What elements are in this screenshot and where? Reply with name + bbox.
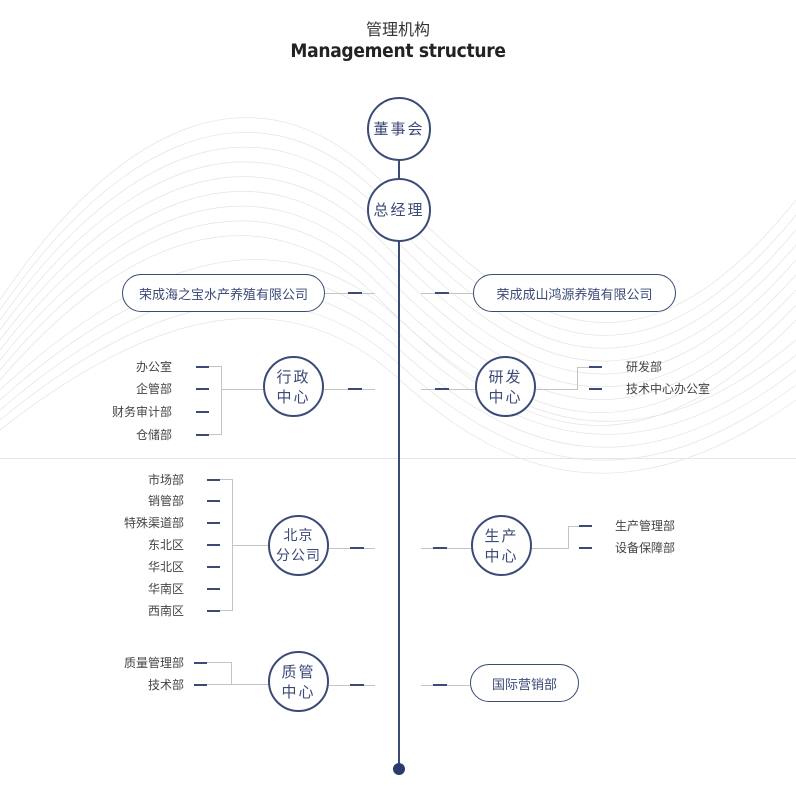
connector-dash <box>435 292 449 294</box>
bracket-line <box>577 367 578 390</box>
general-manager-node: 总经理 <box>367 178 431 242</box>
admin-center-node: 行政中心 <box>263 356 324 417</box>
bracket-line <box>207 662 231 663</box>
rd-item-label: 技术中心办公室 <box>626 382 711 396</box>
left-company-label: 荣成海之宝水产养殖有限公司 <box>138 287 308 303</box>
item-dash <box>196 366 209 368</box>
production-center-line2: 中心 <box>484 546 519 565</box>
item-dash <box>196 434 209 436</box>
rd-item-label: 研发部 <box>626 360 663 374</box>
admin-center-line1: 行政 <box>276 367 311 386</box>
bracket-line <box>209 366 221 367</box>
production-item-label: 设备保障部 <box>615 541 676 555</box>
beijing-item-label: 销管部 <box>147 494 184 508</box>
beijing-branch-node: 北京分公司 <box>268 515 329 576</box>
admin-item-label: 办公室 <box>135 360 172 374</box>
connector-dash <box>433 547 447 549</box>
quality-center-line1: 质管 <box>281 662 316 681</box>
production-item-label: 生产管理部 <box>615 519 676 533</box>
beijing-branch-line1: 北京 <box>283 527 314 544</box>
bracket-line <box>568 526 579 527</box>
admin-item-label: 企管部 <box>135 382 172 396</box>
item-dash <box>194 662 207 664</box>
item-dash <box>589 388 602 390</box>
rd-center-line1: 研发 <box>488 367 523 386</box>
quality-center-line2: 中心 <box>281 682 316 701</box>
bracket-line <box>209 434 221 435</box>
production-center-node: 生产中心 <box>471 515 532 576</box>
right-company-node: 荣成成山鸿源养殖有限公司 <box>473 274 676 312</box>
item-dash <box>207 522 220 524</box>
rd-center-line2: 中心 <box>488 387 523 406</box>
board-label: 董事会 <box>373 120 425 138</box>
item-dash <box>579 525 592 527</box>
bracket-line <box>577 367 589 368</box>
bracket-line <box>568 526 569 549</box>
item-dash <box>589 366 602 368</box>
bracket-line <box>221 389 263 390</box>
beijing-item-label: 西南区 <box>147 604 184 618</box>
bracket-line <box>221 366 222 435</box>
item-dash <box>207 500 220 502</box>
connector-dash <box>435 388 449 390</box>
beijing-branch-line2: 分公司 <box>276 547 321 564</box>
rd-center-node: 研发中心 <box>475 356 536 417</box>
item-dash <box>207 544 220 546</box>
connector-dash <box>433 684 447 686</box>
general-manager-label: 总经理 <box>373 201 425 219</box>
left-company-node: 荣成海之宝水产养殖有限公司 <box>122 274 325 312</box>
quality-center-node: 质管中心 <box>268 651 329 712</box>
beijing-branch-text: 北京分公司 <box>276 526 321 566</box>
production-center-text: 生产中心 <box>484 526 518 566</box>
bracket-line <box>207 684 268 685</box>
rd-center-text: 研发中心 <box>488 367 522 407</box>
bracket-line <box>536 389 577 390</box>
beijing-item-label: 特殊渠道部 <box>123 516 184 530</box>
title-chinese: 管理机构 <box>365 20 430 39</box>
spine-end-dot <box>393 763 405 775</box>
beijing-item-label: 东北区 <box>147 538 184 552</box>
admin-item-label: 财务审计部 <box>111 405 172 419</box>
item-dash <box>196 388 209 390</box>
quality-item-label: 质量管理部 <box>123 656 184 670</box>
connector-dash <box>348 292 362 294</box>
intl-marketing-node: 国际营销部 <box>470 664 579 702</box>
item-dash <box>207 479 220 481</box>
bracket-line <box>231 662 232 685</box>
beijing-item-label: 市场部 <box>147 473 184 487</box>
bracket-line <box>532 548 568 549</box>
quality-item-label: 技术部 <box>147 678 184 692</box>
title-english: Management structure <box>290 40 506 62</box>
right-company-label: 荣成成山鸿源养殖有限公司 <box>496 287 653 303</box>
beijing-item-label: 华南区 <box>147 582 184 596</box>
connector-dash <box>350 684 364 686</box>
item-dash <box>207 566 220 568</box>
quality-center-text: 质管中心 <box>281 662 315 702</box>
item-dash <box>207 610 220 612</box>
admin-item-label: 仓储部 <box>135 428 172 442</box>
bracket-line <box>220 479 232 480</box>
main-spine-line <box>398 160 400 770</box>
bracket-line <box>220 610 232 611</box>
item-dash <box>579 547 592 549</box>
beijing-item-label: 华北区 <box>147 560 184 574</box>
connector-dash <box>350 547 364 549</box>
intl-marketing-label: 国际营销部 <box>491 677 557 693</box>
item-dash <box>194 684 207 686</box>
bracket-line <box>232 545 268 546</box>
admin-center-text: 行政中心 <box>276 367 310 407</box>
connector-dash <box>348 388 362 390</box>
item-dash <box>196 411 209 413</box>
board-node: 董事会 <box>367 97 431 161</box>
admin-center-line2: 中心 <box>276 387 311 406</box>
production-center-line1: 生产 <box>484 526 519 545</box>
item-dash <box>207 588 220 590</box>
